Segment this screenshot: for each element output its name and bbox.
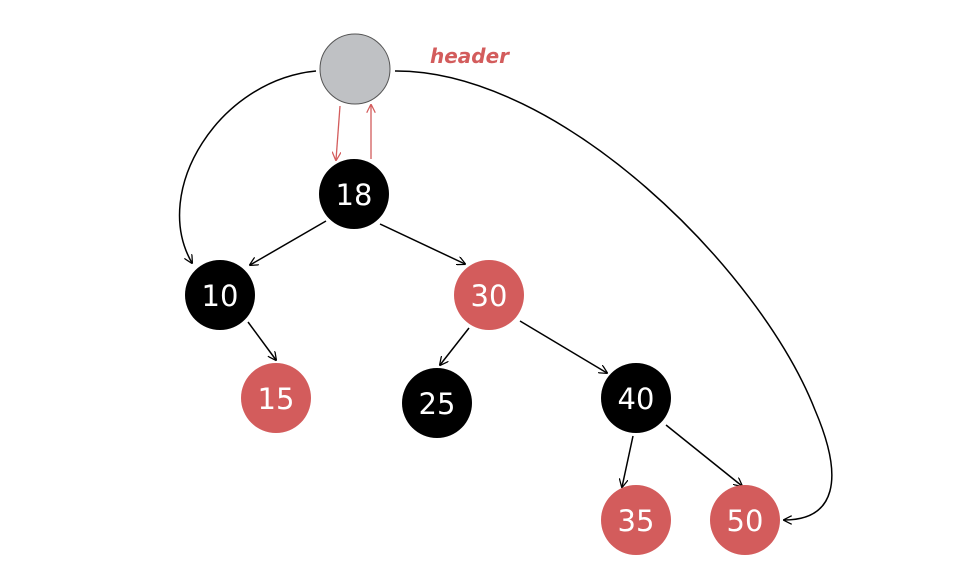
edge-40-35 bbox=[622, 435, 634, 487]
tree-node-15: 15 bbox=[241, 363, 311, 433]
tree-node-50-circle bbox=[710, 485, 780, 555]
tree-node-18-label: 18 bbox=[336, 178, 373, 212]
tree-node-40: 40 bbox=[601, 363, 671, 433]
edge-10-15 bbox=[247, 321, 276, 360]
edge-30-25 bbox=[440, 327, 470, 365]
tree-node-25: 25 bbox=[402, 368, 472, 438]
edge-30-40 bbox=[519, 320, 607, 373]
tree-node-30: 30 bbox=[454, 260, 524, 330]
tree-node-35: 35 bbox=[601, 485, 671, 555]
tree-node-10-circle bbox=[185, 260, 255, 330]
tree-node-35-label: 35 bbox=[618, 504, 655, 538]
tree-node-30-circle bbox=[454, 260, 524, 330]
tree-node-10: 10 bbox=[185, 260, 255, 330]
edge-40-50 bbox=[665, 424, 742, 486]
tree-node-35-circle bbox=[601, 485, 671, 555]
tree-node-40-circle bbox=[601, 363, 671, 433]
header-to-leftmost-link bbox=[178, 70, 317, 263]
tree-node-40-label: 40 bbox=[618, 382, 655, 416]
tree-node-15-label: 15 bbox=[258, 382, 295, 416]
tree-node-30-label: 30 bbox=[471, 279, 508, 313]
edge-18-10 bbox=[250, 220, 327, 265]
tree-node-50-label: 50 bbox=[727, 504, 764, 538]
tree-node-25-label: 25 bbox=[419, 387, 456, 421]
tree-node-18: 18 bbox=[319, 159, 389, 229]
header-to-root-link bbox=[336, 105, 340, 160]
tree-node-18-circle bbox=[319, 159, 389, 229]
tree-node-10-label: 10 bbox=[202, 279, 239, 313]
tree-node-25-circle bbox=[402, 368, 472, 438]
tree-node-15-circle bbox=[241, 363, 311, 433]
header-node bbox=[319, 33, 391, 105]
header-to-rightmost-link bbox=[394, 70, 833, 520]
tree-node-50: 50 bbox=[710, 485, 780, 555]
edge-18-30 bbox=[379, 223, 465, 264]
header-label: header bbox=[430, 44, 510, 68]
